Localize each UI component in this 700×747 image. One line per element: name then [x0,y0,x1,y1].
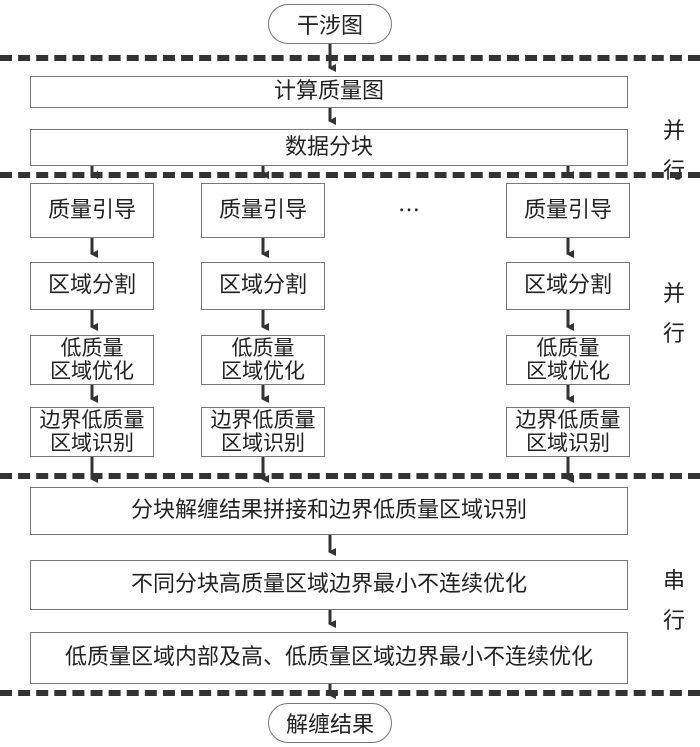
step-line: 边界低质量 [210,408,316,432]
region-split-box: 区域分割 [201,262,325,310]
low-quality-opt-box: 低质量区域优化 [506,335,630,385]
start-terminal: 干涉图 [268,4,392,44]
boundary-ident-box: 边界低质量区域识别 [201,407,325,457]
step-label: 分块解缠结果拼接和边界低质量区域识别 [130,498,527,523]
step-line: 区域优化 [526,359,610,383]
parallel-label-top: 并行 [662,112,686,192]
region-split-box: 区域分割 [506,262,630,310]
data-block-box: 数据分块 [30,129,628,166]
merge-box: 分块解缠结果拼接和边界低质量区域识别 [30,487,628,535]
label-char: 并 [662,119,685,144]
step-line: 边界低质量 [515,408,621,432]
serial-label: 串行 [662,562,686,642]
step-line: 区域优化 [221,359,305,383]
step-label: 低质量区域内部及高、低质量区域边界最小不连续优化 [64,645,593,670]
step-label: 低质量区域优化 [526,337,610,383]
label-char: 串 [662,569,685,594]
label-char: 行 [662,609,685,634]
boundary-ident-box: 边界低质量区域识别 [506,407,630,457]
step-line: 区域优化 [50,359,134,383]
low-quality-opt-box: 低质量区域优化 [30,335,154,385]
label-char: 并 [662,282,685,307]
low-quality-opt-box: 低质量区域内部及高、低质量区域边界最小不连续优化 [30,632,628,684]
quality-guide-box: 质量引导 [506,183,630,238]
step-label: 低质量区域优化 [50,337,134,383]
step-label: 区域分割 [218,273,307,298]
step-label: 区域分割 [47,273,136,298]
step-label: 边界低质量区域识别 [516,409,621,455]
step-label: 质量引导 [218,197,307,223]
quality-guide-box: 质量引导 [30,183,154,238]
step-label: 低质量区域优化 [221,337,305,383]
divider-3 [0,473,700,479]
step-label: 数据分块 [284,134,373,160]
divider-4 [0,690,700,696]
high-quality-opt-box: 不同分块高质量区域边界最小不连续优化 [30,560,628,610]
divider-2 [0,172,700,178]
step-label: 质量引导 [47,197,136,223]
step-line: 低质量 [536,336,600,360]
divider-1 [0,55,700,61]
ellipsis: … [398,192,420,217]
step-label: 边界低质量区域识别 [211,409,316,455]
step-label: 计算质量图 [273,79,384,104]
step-line: 区域识别 [50,431,134,455]
compute-quality-map-box: 计算质量图 [30,76,628,108]
step-label: 区域分割 [523,273,612,298]
step-line: 区域识别 [526,431,610,455]
step-line: 低质量 [231,336,295,360]
label-char: 行 [662,322,685,347]
step-line: 区域识别 [221,431,305,455]
parallel-label-blocks: 并行 [662,275,686,355]
step-label: 边界低质量区域识别 [40,409,145,455]
end-terminal: 解缠结果 [268,703,392,743]
region-split-box: 区域分割 [30,262,154,310]
step-label: 质量引导 [523,197,612,223]
low-quality-opt-box: 低质量区域优化 [201,335,325,385]
step-line: 低质量 [60,336,124,360]
end-label: 解缠结果 [285,713,374,738]
step-label: 不同分块高质量区域边界最小不连续优化 [130,572,527,597]
start-label: 干涉图 [296,14,363,39]
boundary-ident-box: 边界低质量区域识别 [30,407,154,457]
step-line: 边界低质量 [39,408,145,432]
quality-guide-box: 质量引导 [201,183,325,238]
